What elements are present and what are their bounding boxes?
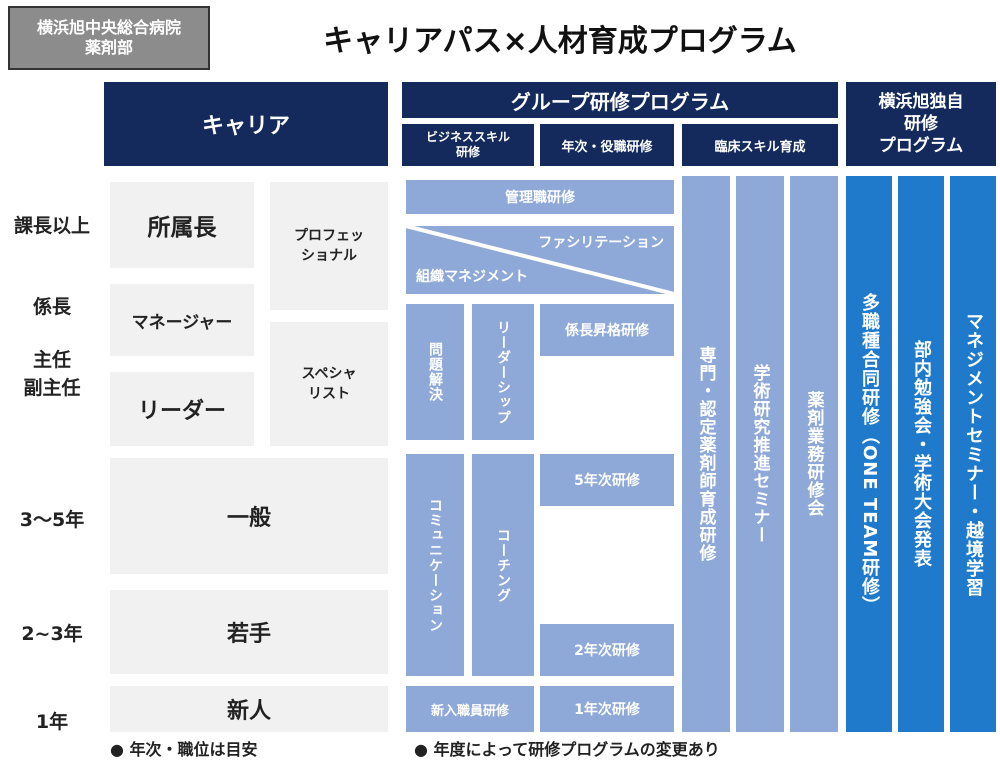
career-manager: マネージャー <box>110 284 254 356</box>
row-label-lead-sub: 主任 副主任 <box>23 349 81 399</box>
facilitation-org-management-box: ファシリテーション 組織マネジメント <box>406 226 674 294</box>
communication: コミュニケーション <box>406 454 464 676</box>
leadership-label: リーダーシップ <box>495 319 511 425</box>
coaching-label: コーチング <box>495 527 511 603</box>
year1-training: 1年次研修 <box>540 686 674 732</box>
page-title: キャリアパス×人材育成プログラム <box>323 24 797 59</box>
management-seminar: マネジメントセミナー・越境学習 <box>950 176 996 732</box>
row-label-1-year: 1年 <box>35 710 69 733</box>
row-label-2-3-years: 2~3年 <box>21 622 83 645</box>
group-program-header: グループ研修プログラム <box>402 82 838 118</box>
management-training: 管理職研修 <box>406 180 674 214</box>
career-general: 一般 <box>110 458 388 574</box>
career-specialist: スペシャ リスト <box>270 322 388 446</box>
org-management-label: 組織マネジメント <box>416 269 528 285</box>
pharmacy-work-training-label: 薬剤業務研修会 <box>803 391 824 517</box>
academic-research-seminar-label: 学術研究推進セミナー <box>749 364 770 544</box>
multi-profession-training-label: 多職種合同研修（ONE TEAM研修） <box>859 292 880 616</box>
chief-promotion-training: 係長昇格研修 <box>540 304 674 356</box>
pharmacy-work-training: 薬剤業務研修会 <box>790 176 838 732</box>
internal-study-meeting-label: 部内勉強会・学術大会発表 <box>911 340 932 568</box>
career-young: 若手 <box>110 590 388 674</box>
career-head: 所属長 <box>110 182 254 268</box>
clinical-skill-header: 臨床スキル育成 <box>682 124 838 166</box>
career-newcomer: 新人 <box>110 686 388 732</box>
coaching: コーチング <box>472 454 534 676</box>
original-program-header: 横浜旭独自 研修 プログラム <box>846 82 996 166</box>
multi-profession-training: 多職種合同研修（ONE TEAM研修） <box>846 176 892 732</box>
new-employee-training: 新入職員研修 <box>406 686 534 732</box>
specialist-pharmacist-label: 専門・認定薬剤師育成研修 <box>695 346 716 562</box>
management-seminar-label: マネジメントセミナー・越境学習 <box>963 311 984 597</box>
legend-note-program-change: ● 年度によって研修プログラムの変更あり <box>414 740 720 759</box>
internal-study-meeting: 部内勉強会・学術大会発表 <box>898 176 944 732</box>
diagonal-divider <box>406 226 674 294</box>
legend-note-guideline: ● 年次・職位は目安 <box>110 740 258 759</box>
leadership: リーダーシップ <box>472 304 534 440</box>
year5-training: 5年次研修 <box>540 454 674 506</box>
career-professional: プロフェッ ショナル <box>270 182 388 310</box>
row-label-chief: 係長 <box>32 295 71 318</box>
row-label-section-chief: 課長以上 <box>13 214 90 237</box>
row-label-3-5-years: 3〜5年 <box>19 508 85 531</box>
org-label: 横浜旭中央総合病院 薬剤部 <box>8 6 210 70</box>
career-leader: リーダー <box>110 372 254 446</box>
problem-solving-label: 問題解決 <box>427 342 443 402</box>
communication-label: コミュニケーション <box>427 497 443 633</box>
problem-solving: 問題解決 <box>406 304 464 440</box>
career-header: キャリア <box>104 82 388 166</box>
academic-research-seminar: 学術研究推進セミナー <box>736 176 784 732</box>
business-skill-header: ビジネススキル 研修 <box>402 124 534 166</box>
annual-role-header: 年次・役職研修 <box>540 124 674 166</box>
facilitation-label: ファシリテーション <box>538 235 664 251</box>
year2-training: 2年次研修 <box>540 624 674 676</box>
specialist-pharmacist-training: 専門・認定薬剤師育成研修 <box>682 176 730 732</box>
